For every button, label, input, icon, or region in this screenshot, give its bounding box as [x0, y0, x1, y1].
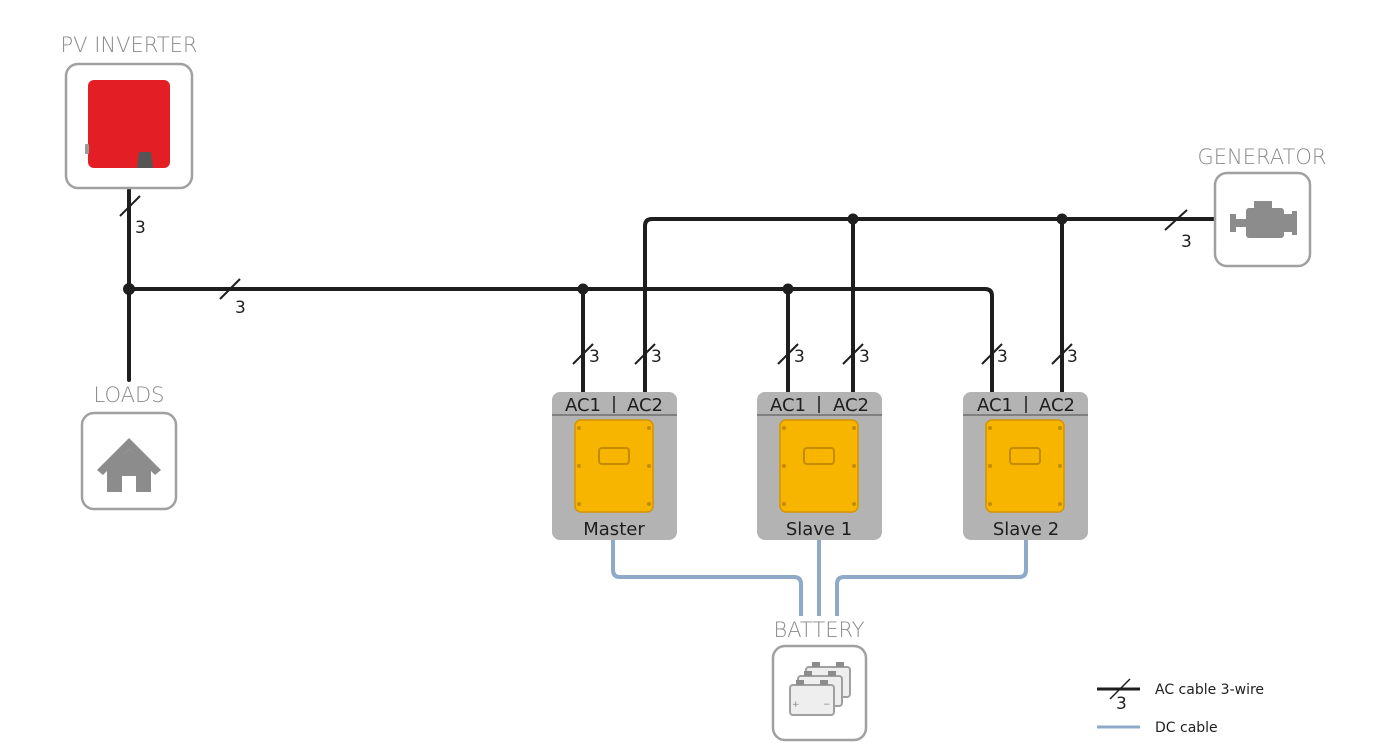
- ac2-terminal-label: AC2: [833, 395, 869, 416]
- wire-count-label: 3: [135, 218, 146, 238]
- dc-cables: [611, 540, 1028, 616]
- unit-name-label: Slave 2: [993, 519, 1059, 540]
- unit-yellow-housing: [574, 419, 654, 513]
- wire-count-label: 3: [997, 347, 1008, 367]
- wire-tick: [119, 195, 141, 217]
- ac1-terminal-label: AC1: [977, 395, 1013, 416]
- wire-tick: [634, 343, 656, 365]
- svg-text:+: +: [792, 700, 800, 710]
- slave2-dc-cable: [835, 540, 1028, 616]
- wire-count-label: 3: [1181, 232, 1192, 252]
- wire-tick: [219, 278, 241, 300]
- unit-yellow-housing: [985, 419, 1065, 513]
- legend-ac-label: AC cable 3-wire: [1155, 682, 1264, 698]
- wire-count-label: 3: [589, 347, 600, 367]
- junction-dot: [1056, 213, 1068, 225]
- legend-ac: 3 AC cable 3-wire: [1097, 678, 1264, 714]
- sunny-island-unit-slave-1: AC1 AC2 Slave 1: [757, 392, 882, 540]
- unit-name-label: Master: [583, 519, 645, 540]
- ac2-terminal-label: AC2: [627, 395, 663, 416]
- loads: LOADS: [80, 383, 178, 511]
- battery: BATTERY + −: [771, 618, 868, 742]
- junction-dot: [847, 213, 859, 225]
- generator: GENERATOR: [1198, 145, 1327, 268]
- ac2-terminal-label: AC2: [1039, 395, 1075, 416]
- pv-inverter-label: PV INVERTER: [61, 33, 198, 57]
- wire-tick: [572, 343, 594, 365]
- inverter-icon: [85, 80, 170, 168]
- sunny-island-unit-slave-2: AC1 AC2 Slave 2: [963, 392, 1088, 540]
- wire-count-label: 3: [235, 298, 246, 318]
- svg-text:−: −: [823, 700, 831, 710]
- wire-count-label: 3: [794, 347, 805, 367]
- wire-tick: [1051, 343, 1073, 365]
- wire-count-label: 3: [651, 347, 662, 367]
- generator-label: GENERATOR: [1198, 145, 1327, 169]
- battery-label: BATTERY: [773, 618, 864, 642]
- junction-dot: [782, 283, 794, 295]
- wire-tick: [842, 343, 864, 365]
- wire-tick: [777, 343, 799, 365]
- house-icon: [97, 438, 161, 492]
- unit-yellow-housing: [779, 419, 859, 513]
- wire-count-label: 3: [1067, 347, 1078, 367]
- ac1-bus: [127, 287, 994, 394]
- loads-label: LOADS: [94, 383, 165, 407]
- wire-count-markers: 3 3 3 3 3 3 3 3 3: [119, 195, 1192, 367]
- wire-tick: [981, 343, 1003, 365]
- legend-ac-number: 3: [1116, 694, 1127, 714]
- unit-name-label: Slave 1: [786, 519, 852, 540]
- ac-cables: [123, 188, 1217, 394]
- junction-dot: [577, 283, 589, 295]
- ac1-terminal-label: AC1: [565, 395, 601, 416]
- battery-icon: + −: [789, 662, 851, 716]
- wire-tick: [1164, 209, 1188, 231]
- sunny-island-unit-master: AC1 AC2 Master: [552, 392, 677, 540]
- legend: 3 AC cable 3-wire DC cable: [1097, 678, 1264, 736]
- pv-inverter: PV INVERTER: [61, 33, 198, 190]
- legend-dc: DC cable: [1097, 720, 1218, 736]
- legend-dc-label: DC cable: [1155, 720, 1218, 736]
- engine-icon: [1230, 201, 1297, 238]
- ac1-terminal-label: AC1: [770, 395, 806, 416]
- junction-dot: [123, 283, 135, 295]
- master-dc-cable: [611, 540, 803, 616]
- ac2-bus: [643, 217, 1217, 394]
- wire-count-label: 3: [859, 347, 870, 367]
